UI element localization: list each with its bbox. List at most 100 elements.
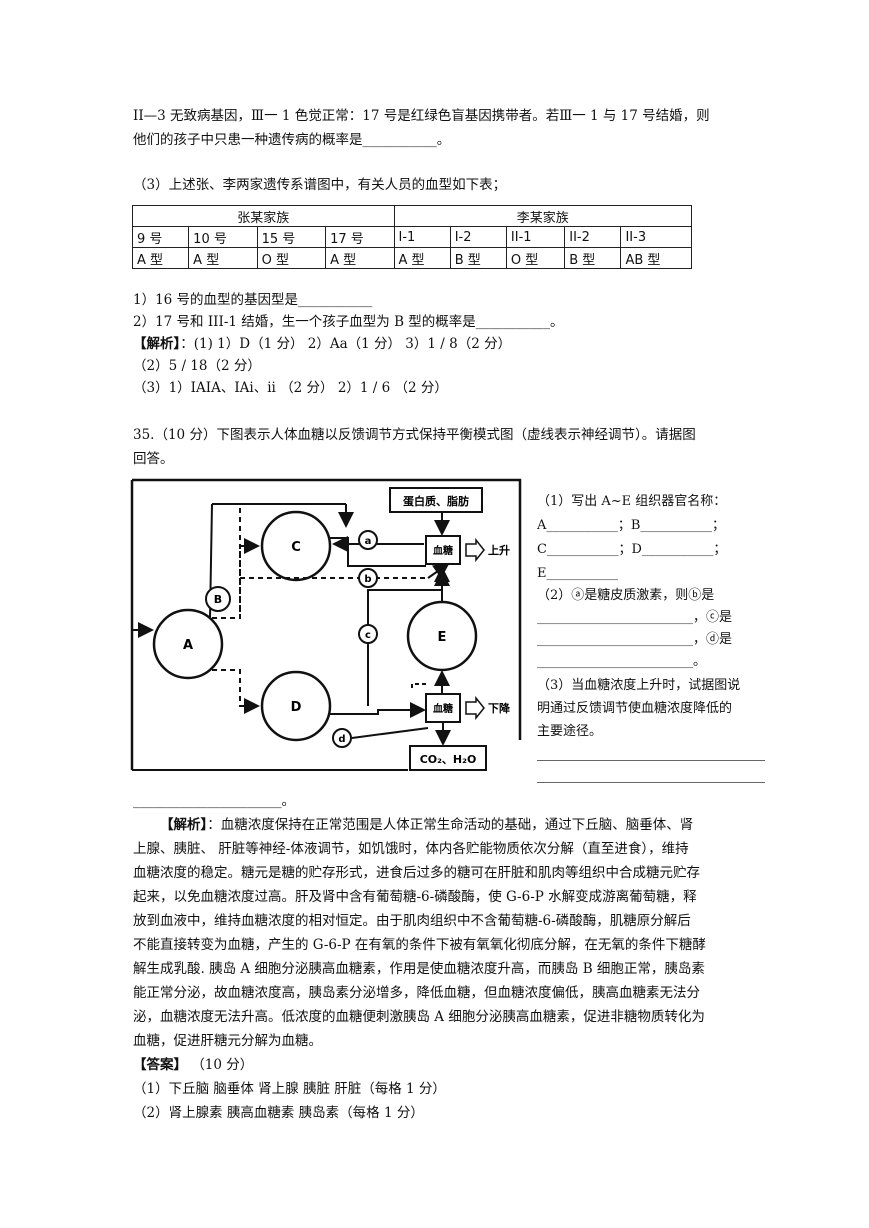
analysis1-line1: 【解析】：(1) 1）D（1 分） 2）Aa（1 分） 3）1 / 8（2 分） xyxy=(133,334,511,354)
link-b-glucose xyxy=(427,562,450,579)
node-a-label: A xyxy=(183,638,193,653)
rq3-l3: 主要途径。 xyxy=(537,724,603,739)
circ-a-label: a xyxy=(365,536,372,547)
box-glucose-up-label: 血糖 xyxy=(433,544,453,557)
table-row-ids: 9 号 10 号 15 号 17 号 I-1 I-2 II-1 II-2 II-… xyxy=(131,226,692,248)
table-cell: A 型 xyxy=(188,247,258,269)
table-cell: O 型 xyxy=(256,247,327,269)
intro-line-1: II—3 无致病基因，Ⅲ一 1 色觉正常：17 号是红绿色盲基因携带者。若Ⅲ一 … xyxy=(133,108,710,124)
answer-score: （10 分） xyxy=(187,1057,254,1073)
table-cell: I-1 xyxy=(393,226,451,248)
rq2-a: （2）ⓐ是糖皮质激素，则ⓑ是 xyxy=(537,588,715,603)
analysis2-line7: 解生成乳酸. 胰岛 A 细胞分泌胰高血糖素，作用是使血糖浓度升高，而胰岛 B 细… xyxy=(133,961,705,977)
circ-a xyxy=(358,530,378,550)
table-cell: II-1 xyxy=(505,226,566,248)
answer-line xyxy=(537,782,765,783)
circ-c-label: c xyxy=(365,630,371,641)
box-co2-h2o xyxy=(409,745,487,771)
q3-intro: （3）上述张、李两家遗传系谱图中，有关人员的血型如下表； xyxy=(133,177,507,193)
box-co2-h2o-label: CO₂、H₂O xyxy=(420,753,477,766)
up-label: 上升 xyxy=(488,543,510,557)
arrow-up-icon xyxy=(465,537,485,563)
analysis-label: 【解析】 xyxy=(160,817,208,833)
analysis2-line1: 【解析】：血糖浓度保持在正常范围是人体正常生命活动的基础，通过下丘脑、脑垂体、肾 xyxy=(160,815,693,835)
arrow-down-icon xyxy=(465,695,485,721)
table-cell: 9 号 xyxy=(131,226,190,248)
rq3-l1: （3）当血糖浓度上升时，试据图说 xyxy=(537,678,741,693)
answer-line1: （1）下丘脑 脑垂体 肾上腺 胰脏 肝脏（每格 1 分） xyxy=(133,1081,446,1097)
q35-line2: 回答。 xyxy=(133,451,174,467)
analysis1-text: ：(1) 1）D（1 分） 2）Aa（1 分） 3）1 / 8（2 分） xyxy=(180,336,512,352)
answer-label: 【答案】 xyxy=(133,1057,187,1073)
rq3-l2: 明通过反馈调节使血糖浓度降低的 xyxy=(537,701,733,716)
table-cell: I-2 xyxy=(449,226,507,248)
q35-line1: 35.（10 分）下图表示人体血糖以反馈调节方式保持平衡模式图（虚线表示神经调节… xyxy=(133,427,696,443)
analysis-label: 【解析】 xyxy=(133,336,181,352)
blood-type-table: 张某家族 李某家族 9 号 10 号 15 号 17 号 I-1 I-2 II-… xyxy=(131,205,693,269)
table-cell: 17 号 xyxy=(325,226,395,248)
answer-line2: （2）肾上腺素 胰高血糖素 胰岛素（每格 1 分） xyxy=(133,1105,424,1121)
link-d-circ xyxy=(351,727,429,739)
q3-sub1: 1）16 号的血型的基因型是___________ xyxy=(133,292,373,308)
rq2-d: ________________________。 xyxy=(537,654,707,669)
table-cell: 10 号 xyxy=(188,226,258,248)
rq1-e: E___________ xyxy=(537,566,618,581)
box-glucose-down-label: 血糖 xyxy=(433,702,453,715)
node-c xyxy=(260,510,332,582)
table-cell: A 型 xyxy=(325,247,395,269)
blood-glucose-diagram: A C D E B 蛋白质、脂肪 血糖 上升 a b c 血糖 下降 xyxy=(130,478,522,771)
table-cell: B 型 xyxy=(449,247,507,269)
family-li-header: 李某家族 xyxy=(393,205,693,227)
table-cell: II-3 xyxy=(620,226,692,248)
answer-line-end: ______________________。 xyxy=(133,793,295,809)
analysis1-line2: （2）5 / 18（2 分） xyxy=(133,358,261,374)
table-cell: A 型 xyxy=(393,247,451,269)
analysis2-text: ：血糖浓度保持在正常范围是人体正常生命活动的基础，通过下丘脑、脑垂体、肾 xyxy=(207,817,694,833)
circ-d xyxy=(332,728,352,748)
node-c-label: C xyxy=(291,540,301,555)
analysis2-line3: 血糖浓度的稳定。糖元是糖的贮存形式，进食后过多的糖可在肝脏和肌肉等组织中合成糖元… xyxy=(133,865,700,881)
intro-line-2: 他们的孩子中只患一种遗传病的概率是___________。 xyxy=(133,132,451,148)
analysis2-line2: 上腺、胰脏、 肝脏等神经-体液调节，如饥饿时，体内各贮能物质依次分解（直至进食）… xyxy=(133,841,689,857)
rq1-a: A___________；B___________； xyxy=(537,518,725,533)
table-cell: O 型 xyxy=(505,247,566,269)
node-e-label: E xyxy=(438,630,447,645)
table-cell: A 型 xyxy=(131,247,190,269)
nerve-a-d xyxy=(212,669,260,714)
analysis1-line3: （3）1）IAIA、IAi、ii （2 分） 2）1 / 6 （2 分） xyxy=(133,380,448,396)
table-cell: II-2 xyxy=(564,226,622,248)
table-row-types: A 型 A 型 O 型 A 型 A 型 B 型 O 型 B 型 AB 型 xyxy=(131,247,692,269)
link-d-glucose xyxy=(330,702,426,718)
answer-line xyxy=(537,760,765,761)
down-label: 下降 xyxy=(488,701,511,715)
node-b xyxy=(205,586,231,612)
analysis2-line4: 起来，以免血糖浓度过高。肝及肾中含有葡萄糖-6-磷酸酶，使 G-6-P 水解变成… xyxy=(133,889,697,905)
box-protein-fat-label: 蛋白质、脂肪 xyxy=(403,494,469,508)
circ-d-label: d xyxy=(338,734,345,745)
node-d-label: D xyxy=(291,700,302,715)
circ-b xyxy=(358,568,378,588)
table-cell: 15 号 xyxy=(256,226,327,248)
analysis2-line9: 泌，血糖浓度无法升高。低浓度的血糖便刺激胰岛 A 细胞分泌胰高血糖素，促进非糖物… xyxy=(133,1009,705,1025)
family-zhang-header: 张某家族 xyxy=(132,205,395,227)
circ-c xyxy=(358,624,378,644)
circ-b-label: b xyxy=(364,574,371,585)
analysis2-line10: 血糖，促进肝糖元分解为血糖。 xyxy=(133,1033,322,1049)
answer-header: 【答案】 （10 分） xyxy=(133,1055,253,1075)
rq1-c: C___________；D___________； xyxy=(537,542,727,557)
table-cell: B 型 xyxy=(564,247,622,269)
link-c-glucose xyxy=(330,537,426,567)
rq1: （1）写出 A~E 组织器官名称： xyxy=(537,494,727,509)
analysis2-line8: 能正常分泌，故血糖浓度高，胰岛素分泌增多，降低血糖，但血糖浓度偏低，胰高血糖素无… xyxy=(133,985,700,1001)
analysis2-line5: 放到血液中，维持血糖浓度的相对恒定。由于肌肉组织中不含葡萄糖-6-磷酸酶，肌糖原… xyxy=(133,913,691,929)
analysis2-line6: 不能直接转变为血糖，产生的 G-6-P 在有氧的条件下被有氧氧化彻底分解，在无氧… xyxy=(133,937,706,953)
frame-line xyxy=(132,478,522,740)
dashed-mark xyxy=(411,683,428,688)
q3-sub2: 2）17 号和 III-1 结婚，生一个孩子血型为 B 型的概率是_______… xyxy=(133,314,564,330)
node-b-label: B xyxy=(214,593,222,606)
table-cell: AB 型 xyxy=(620,247,692,269)
box-protein-fat xyxy=(389,487,483,513)
rq2-c: ________________________，ⓓ是 xyxy=(537,632,733,647)
node-a xyxy=(152,608,224,680)
node-d xyxy=(260,670,332,742)
